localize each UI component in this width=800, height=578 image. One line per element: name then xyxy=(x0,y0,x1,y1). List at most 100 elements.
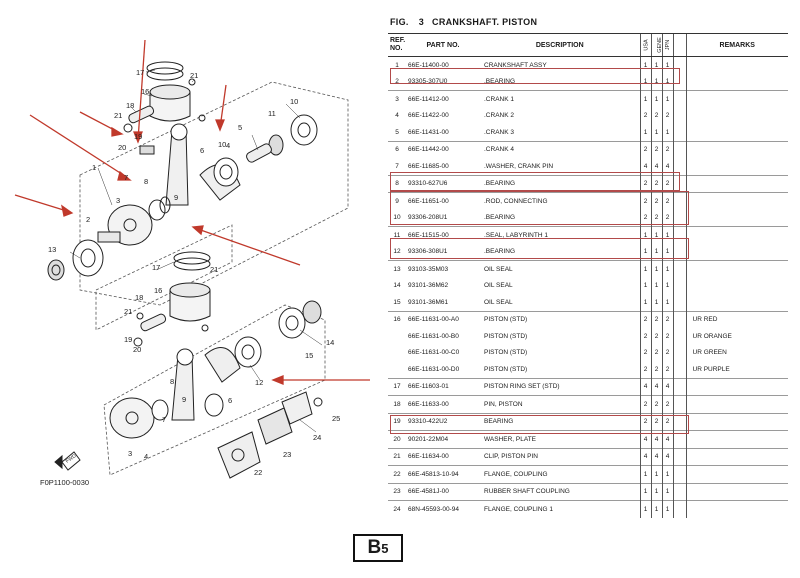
row-qty-usa: 2 xyxy=(639,310,651,328)
row-qty-usa: 1 xyxy=(639,500,651,518)
row-qty-blank xyxy=(672,430,686,448)
page-badge: B5 xyxy=(353,534,403,562)
row-part-no: 93101-36M61 xyxy=(408,298,449,306)
row-qty-usa: 2 xyxy=(639,140,651,158)
row-qty-gene: 2 xyxy=(650,310,662,328)
row-ref-no: 16 xyxy=(388,310,406,328)
row-ref-no: 24 xyxy=(388,500,406,518)
diagram-code: F0P1100-0030 xyxy=(40,478,89,487)
row-description: PISTON (STD) xyxy=(480,310,640,328)
header-remarks: REMARKS xyxy=(685,33,788,57)
row-qty-usa: 2 xyxy=(639,107,651,124)
row-description: PIN, PISTON xyxy=(480,395,640,413)
row-qty-blank xyxy=(672,395,686,413)
callout-number: 7 xyxy=(124,173,128,182)
row-qty-gene: 1 xyxy=(650,124,662,141)
row-qty-usa: 1 xyxy=(639,90,651,108)
row-qty-gene: 2 xyxy=(650,107,662,124)
row-description: PISTON (STD) xyxy=(484,332,528,340)
row-description: OIL SEAL xyxy=(484,298,513,306)
row-qty-jpn: 1 xyxy=(661,73,673,91)
row-ref-no: 8 xyxy=(388,174,406,193)
row-qty-jpn: 2 xyxy=(661,344,673,361)
row-qty-jpn: 1 xyxy=(661,243,673,261)
callout-number: 20 xyxy=(133,345,141,354)
row-remarks xyxy=(685,90,788,108)
row-qty-usa: 1 xyxy=(639,465,651,483)
row-qty-usa: 1 xyxy=(639,277,651,294)
callout-number: 6 xyxy=(200,146,204,155)
row-part-no: 93310-627U6 xyxy=(406,174,480,193)
row-qty-blank xyxy=(672,209,686,227)
row-qty-gene: 2 xyxy=(650,361,662,378)
row-qty-jpn: 4 xyxy=(661,158,673,175)
row-qty-blank xyxy=(672,226,686,244)
fwd-label: FWD xyxy=(65,453,78,465)
row-description: FLANGE, COUPLING xyxy=(480,465,640,483)
row-remarks xyxy=(685,430,788,448)
row-ref-no: 3 xyxy=(388,90,406,108)
row-qty-usa: 4 xyxy=(639,158,651,175)
callout-number: 21 xyxy=(190,71,198,80)
row-description: CRANKSHAFT ASSY xyxy=(480,56,640,74)
diagram-parts xyxy=(47,61,323,479)
row-ref-no xyxy=(388,361,406,378)
row-part-no: 66E-11431-00 xyxy=(408,128,449,136)
row-ref-no: 4 xyxy=(395,112,399,120)
row-part-no: 66E-45813-10-94 xyxy=(406,465,480,483)
row-remarks xyxy=(685,124,788,141)
row-qty-jpn: 1 xyxy=(661,124,673,141)
callout-number: 15 xyxy=(305,351,313,360)
row-qty-blank xyxy=(672,107,686,124)
row-qty-jpn: 2 xyxy=(661,209,673,227)
row-description: FLANGE, COUPLING 1 xyxy=(480,500,640,518)
row-qty-gene: 1 xyxy=(650,56,662,74)
row-remarks xyxy=(685,260,788,278)
row-qty-blank xyxy=(672,344,686,361)
row-qty-blank xyxy=(672,328,686,345)
callout-number: 19 xyxy=(134,132,142,141)
row-remarks xyxy=(685,73,788,91)
row-description: CLIP, PISTON PIN xyxy=(480,447,640,466)
figure-name: CRANKSHAFT. PISTON xyxy=(432,17,538,27)
row-qty-gene: 2 xyxy=(650,209,662,227)
highlight-rows-9-10 xyxy=(390,191,689,225)
row-part-no: 66E-11685-00 xyxy=(408,162,449,170)
header-blank xyxy=(672,33,686,57)
row-description: .CRANK 4 xyxy=(480,140,640,158)
row-ref-no: 12 xyxy=(393,248,401,256)
row-description: WASHER, PLATE xyxy=(480,430,640,448)
row-qty-gene: 1 xyxy=(650,260,662,278)
row-qty-blank xyxy=(672,192,686,210)
row-remarks: UR PURPLE xyxy=(685,361,788,378)
callout-number: 4 xyxy=(144,452,148,461)
row-remarks xyxy=(685,192,788,210)
row-qty-jpn: 1 xyxy=(661,277,673,294)
callout-number: 10 xyxy=(218,140,226,149)
callout-number: 8 xyxy=(144,177,148,186)
row-ref-no: 17 xyxy=(388,377,406,396)
row-qty-jpn: 1 xyxy=(661,56,673,74)
callout-number: 18 xyxy=(135,293,143,302)
callout-number: 13 xyxy=(48,245,56,254)
header-gene: GENE xyxy=(650,33,662,57)
row-ref-no: 5 xyxy=(395,128,399,136)
row-qty-blank xyxy=(672,465,686,483)
row-qty-jpn: 2 xyxy=(661,192,673,210)
row-remarks xyxy=(685,277,788,294)
row-remarks xyxy=(685,377,788,396)
parts-table: REF.NO. PART NO. DESCRIPTION USA GENE JP… xyxy=(388,33,788,518)
row-qty-usa: 1 xyxy=(639,260,651,278)
row-part-no: 66E-11631-00-C0 xyxy=(408,349,460,357)
callout-number: 16 xyxy=(154,286,162,295)
row-ref-no: 7 xyxy=(395,162,399,170)
row-remarks xyxy=(685,447,788,466)
